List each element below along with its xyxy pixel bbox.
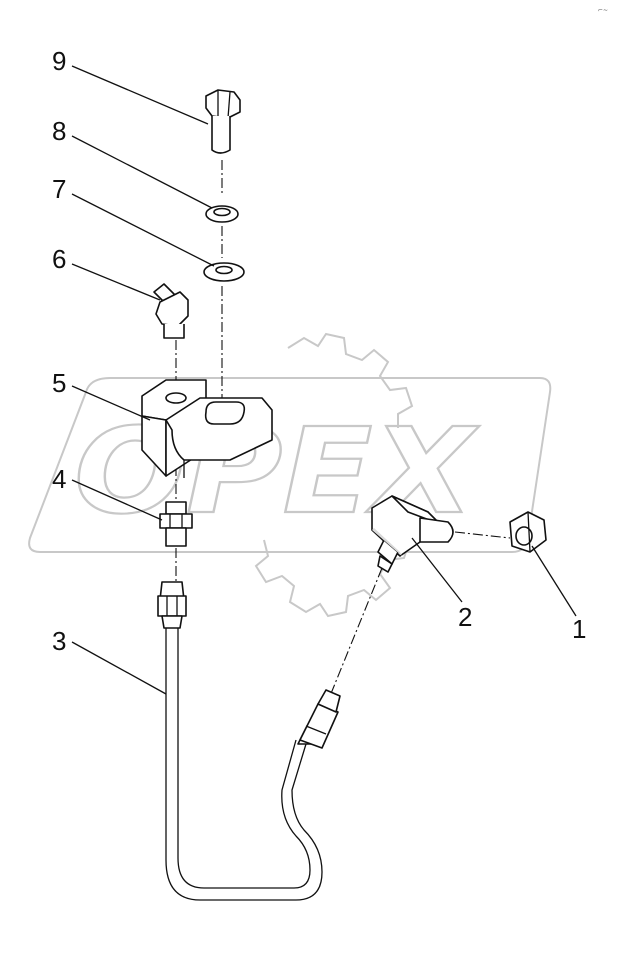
tube-assembly-part (157, 581, 341, 901)
corner-mark: ⌐~ (598, 7, 608, 14)
flat-washer-part (203, 262, 245, 282)
callout-9: 9 (52, 46, 66, 76)
lock-washer-part (205, 205, 239, 223)
hex-bolt-part (205, 89, 241, 154)
grease-fitting-part (153, 283, 189, 339)
leader-lines (71, 65, 577, 695)
watermark-logo: OPEX (28, 332, 552, 618)
callout-6: 6 (52, 244, 66, 274)
callout-4: 4 (52, 464, 66, 494)
bracket-part (141, 379, 273, 478)
hex-nut-part (509, 511, 547, 553)
callout-8: 8 (52, 116, 66, 146)
callout-5: 5 (52, 368, 66, 398)
callout-1: 1 (572, 614, 586, 644)
callout-7: 7 (52, 174, 66, 204)
straight-adapter-part (159, 501, 193, 547)
callout-3: 3 (52, 626, 66, 656)
callout-2: 2 (458, 602, 472, 632)
callout-labels: 1 2 3 4 5 6 7 8 9 (52, 46, 586, 656)
